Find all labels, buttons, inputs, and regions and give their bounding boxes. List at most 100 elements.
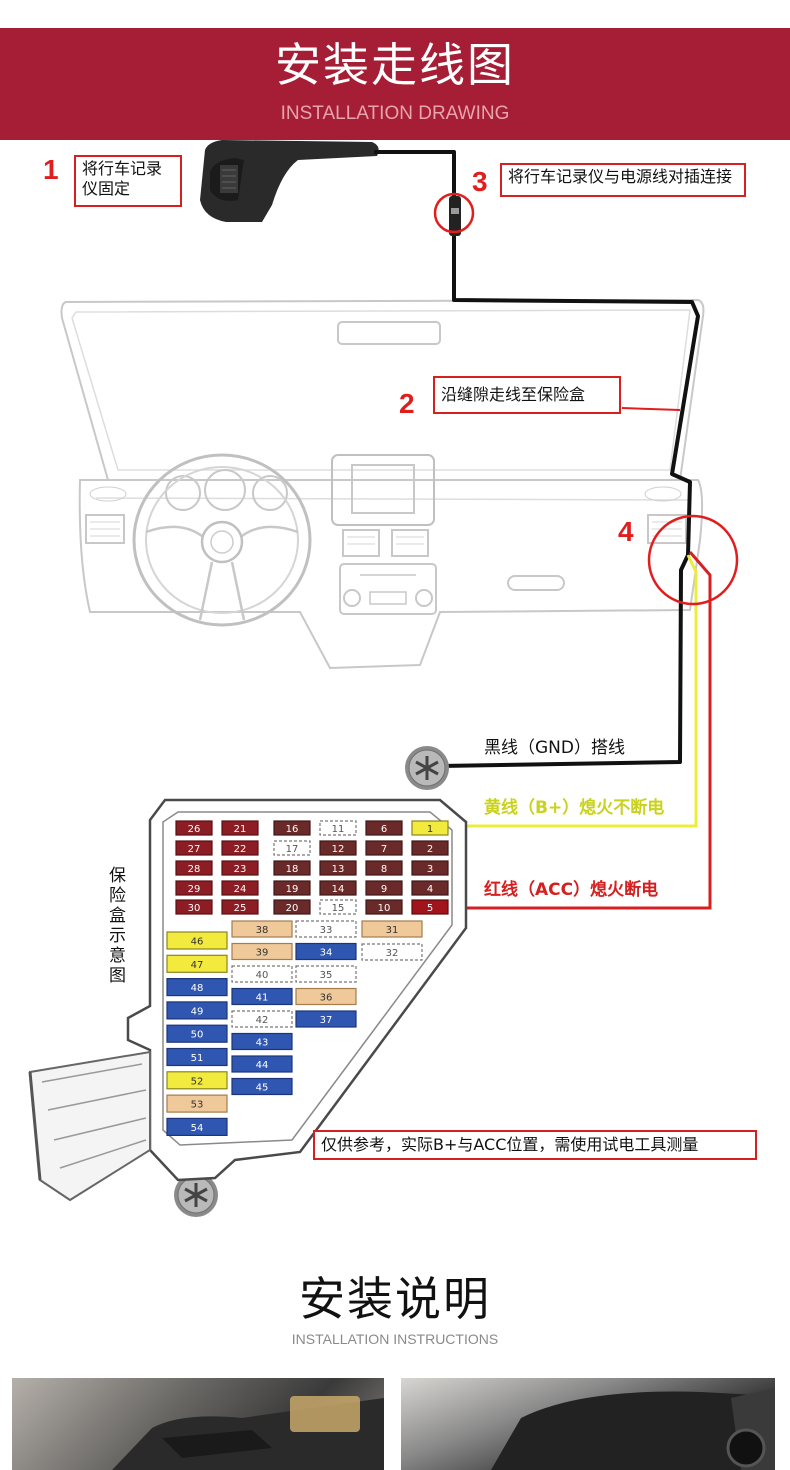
fuse-label: 39 (256, 948, 269, 959)
fuse-41: 41 (231, 987, 293, 1006)
fuse-label: 38 (256, 925, 269, 936)
fuse-label: 47 (191, 960, 204, 971)
fuse-label: 17 (286, 844, 299, 855)
fuse-54: 54 (166, 1117, 228, 1137)
fuse-28: 28 (175, 860, 213, 876)
fuse-9: 9 (365, 880, 403, 896)
fuse-52: 52 (166, 1071, 228, 1090)
fuse-32: 32 (361, 943, 423, 961)
install-photo-1 (12, 1378, 384, 1470)
step-3-callout: 将行车记录仪与电源线对插连接 (500, 163, 746, 197)
dashcam-icon (200, 140, 379, 222)
fuse-label: 37 (320, 1015, 333, 1026)
install-photo-2 (401, 1378, 775, 1470)
fuse-18: 18 (273, 860, 311, 876)
fuse-35: 35 (295, 965, 357, 983)
dashcam-photo-2 (491, 1388, 775, 1470)
fuse-label: 30 (188, 903, 201, 914)
steering-wheel-icon (132, 453, 312, 627)
fuse-42: 42 (231, 1010, 293, 1028)
section2-title: 安装说明 (299, 1272, 491, 1326)
dashcam-photo-1 (112, 1396, 384, 1470)
fuse-25: 25 (221, 899, 259, 915)
fuse-36: 36 (295, 987, 357, 1006)
fuse-box-label: 保险盒示意图 (109, 866, 126, 986)
fuse-label: 5 (427, 903, 433, 914)
step-1-number: 1 (43, 154, 59, 185)
fuse-label: 28 (188, 864, 201, 875)
fuse-label: 13 (332, 864, 345, 875)
fuse-label: 50 (191, 1030, 204, 1041)
page-title: 安装走线图 (275, 38, 515, 92)
fuse-6: 6 (365, 820, 403, 836)
fuse-label: 35 (320, 970, 333, 981)
fuse-label: 2 (427, 844, 433, 855)
bplus-wire-label: 黄线（B+）熄火不断电 (484, 798, 665, 818)
yellow-wire (454, 554, 698, 828)
fuse-label: 4 (427, 884, 433, 895)
fuse-label: 41 (256, 993, 269, 1004)
page-subtitle: INSTALLATION DRAWING (280, 103, 510, 124)
fuse-16: 16 (273, 820, 311, 836)
fuse-label: 36 (320, 993, 333, 1004)
fuse-label: 14 (332, 884, 345, 895)
fuse-label: 42 (256, 1015, 269, 1026)
fuse-53: 53 (166, 1094, 228, 1113)
fuse-5: 5 (411, 899, 449, 915)
fuse-label: 29 (188, 884, 201, 895)
step-2-number: 2 (399, 388, 415, 419)
fuse-label: 27 (188, 844, 201, 855)
red-wire (452, 551, 712, 910)
fuse-12: 12 (319, 840, 357, 856)
fuse-label: 33 (320, 925, 333, 936)
fuse-label: 9 (381, 884, 387, 895)
fuse-label: 31 (386, 925, 399, 936)
fuse-label: 40 (256, 970, 269, 981)
fuse-label: 19 (286, 884, 299, 895)
fuse-7: 7 (365, 840, 403, 856)
dashboard-outline (78, 479, 704, 670)
section2-subtitle: INSTALLATION INSTRUCTIONS (291, 1331, 499, 1347)
fuse-label: 11 (332, 824, 345, 835)
header-banner (0, 28, 790, 140)
fuse-33: 33 (295, 920, 357, 938)
fuse-label: 10 (378, 903, 391, 914)
fuse-label: 16 (286, 824, 299, 835)
fuse-46: 46 (166, 931, 228, 950)
fuse-label: 46 (191, 937, 204, 948)
fuse-label: 54 (191, 1123, 204, 1134)
fuse-3: 3 (411, 860, 449, 876)
fuse-1: 1 (411, 820, 449, 836)
fuse-31: 31 (361, 920, 423, 938)
fuse-label: 8 (381, 864, 387, 875)
gnd-wire-label: 黑线（GND）搭线 (484, 738, 625, 758)
fuse-label: 22 (234, 844, 247, 855)
fuse-38: 38 (231, 920, 293, 938)
fuse-4: 4 (411, 880, 449, 896)
fuse-label: 48 (191, 983, 204, 994)
fuse-20: 20 (273, 899, 311, 915)
fuse-label: 26 (188, 824, 201, 835)
fuse-label: 21 (234, 824, 247, 835)
fuse-label: 18 (286, 864, 299, 875)
fuse-43: 43 (231, 1032, 293, 1051)
fuse-44: 44 (231, 1055, 293, 1073)
fuse-label: 20 (286, 903, 299, 914)
fuse-27: 27 (175, 840, 213, 856)
fuse-label: 43 (256, 1038, 269, 1049)
fuse-22: 22 (221, 840, 259, 856)
fuse-19: 19 (273, 880, 311, 896)
step-4-number: 4 (618, 516, 634, 547)
fuse-label: 15 (332, 903, 345, 914)
acc-wire-label: 红线（ACC）熄火断电 (484, 880, 659, 900)
fuse-49: 49 (166, 1001, 228, 1020)
fuse-24: 24 (221, 880, 259, 896)
screw-icon (174, 1173, 218, 1217)
fuse-23: 23 (221, 860, 259, 876)
fuse-label: 7 (381, 844, 387, 855)
fuse-label: 34 (320, 948, 333, 959)
fuse-30: 30 (175, 899, 213, 915)
fuse-14: 14 (319, 880, 357, 896)
fuse-label: 51 (191, 1053, 204, 1064)
